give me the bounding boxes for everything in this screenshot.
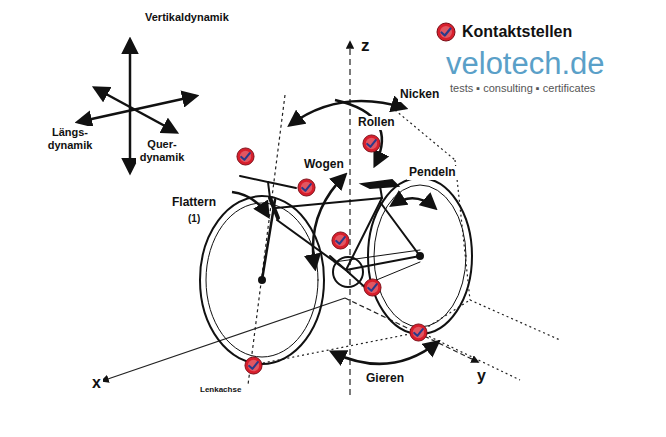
callout-number: (1) (186, 213, 202, 225)
contact-points (237, 135, 427, 374)
motion-label: Nicken (398, 88, 441, 102)
legend-swatch (436, 22, 456, 42)
motion-label: Gieren (364, 372, 406, 386)
motion-label: Flattern (170, 196, 218, 210)
logo-text: velotech.de (444, 46, 607, 82)
axis-label: Lenkachse (198, 385, 243, 394)
axis-label: Vertikaldynamik (143, 11, 231, 24)
motion-label: Rollen (356, 116, 397, 130)
motion-label: Wogen (302, 158, 346, 172)
axis-label: Quer- dynamik (136, 138, 188, 163)
axis-name: y (475, 367, 488, 385)
axis-label: Längs- dynamik (42, 126, 98, 151)
legend-row: Kontaktstellen (436, 22, 572, 42)
axis-name: x (90, 374, 103, 392)
motion-label: Pendeln (407, 166, 458, 180)
legend-text: Kontaktstellen (462, 23, 572, 41)
axis-name: z (359, 36, 372, 56)
logo-tagline: tests ▪ consulting ▪ certificates (448, 82, 597, 95)
